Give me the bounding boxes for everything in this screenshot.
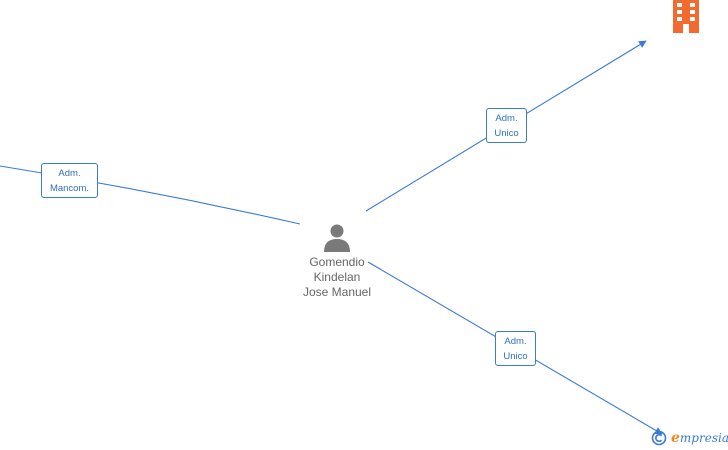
building-icon [673,0,699,33]
brand-name: empresia [671,430,728,446]
edge-label-line: Adm. [495,112,518,124]
edge-label-line: Adm. [58,167,81,179]
edge-mancom-line [0,165,301,225]
brand-rest: mpresia [679,431,728,445]
edge-label-line: Unico [503,350,528,362]
edge-label-line: Mancom. [49,182,90,194]
person-name-line: Kindelan [313,270,361,284]
edge-label-line: Unico [494,127,519,139]
edge-label-unico-bottom[interactable]: Adm. Unico [495,331,536,366]
person-name: Gomendio Kindelan Jose Manuel [282,255,392,300]
edge-label-unico-top[interactable]: Adm. Unico [486,108,527,143]
person-name-line: Jose Manuel [302,285,372,299]
company-node[interactable] [670,0,702,38]
edge-label-mancom[interactable]: Adm. Mancom. [41,163,98,198]
brand-initial: e [671,430,680,446]
person-name-line: Gomendio [309,255,365,269]
copyright-icon [651,430,667,446]
person-node[interactable]: Gomendio Kindelan Jose Manuel [282,222,392,300]
brand-watermark: empresia [651,429,728,447]
edge-label-line: Adm. [504,335,527,347]
person-icon [324,224,350,252]
